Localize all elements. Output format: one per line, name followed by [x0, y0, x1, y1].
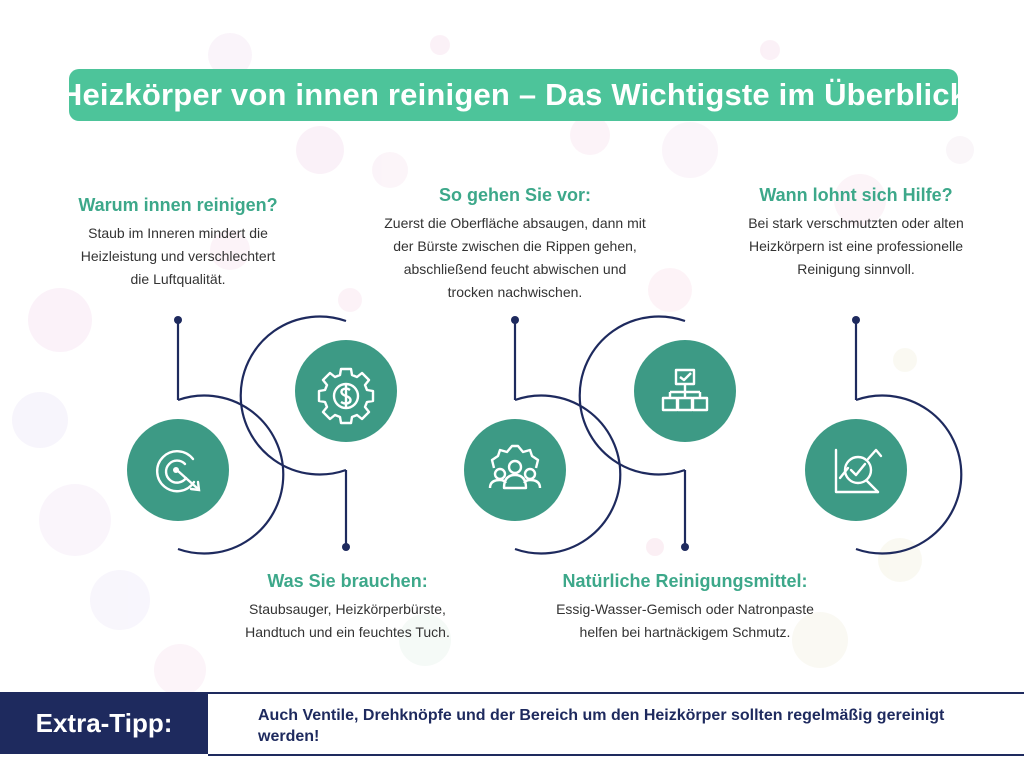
step-circle-5: [805, 419, 907, 521]
chart-check-icon: [834, 448, 883, 494]
extra-tip-text: Auch Ventile, Drehknöpfe und der Bereich…: [258, 707, 945, 745]
connector-dot: [681, 543, 689, 551]
step-4-text: Natürliche Reinigungsmittel: Essig-Wasse…: [545, 571, 825, 644]
step-5-description: Bei stark verschmutzten oder alten Heizk…: [748, 215, 964, 277]
step-4-heading: Natürliche Reinigungsmittel:: [562, 571, 808, 591]
team-gear-icon: [488, 444, 542, 490]
hierarchy-icon: [661, 368, 709, 412]
step-3-text: So gehen Sie vor: Zuerst die Oberfläche …: [365, 185, 665, 304]
page-title: Heizkörper von innen reinigen – Das Wich…: [59, 77, 968, 112]
step-2-text: Was Sie brauchen: Staubsauger, Heizkörpe…: [225, 571, 470, 644]
step-1-description: Staub im Inneren mindert die Heizleistun…: [80, 225, 276, 287]
step-4-description: Essig-Wasser-Gemisch oder Natronpaste he…: [556, 601, 814, 640]
extra-tip-bar: Extra-Tipp: Auch Ventile, Drehknöpfe und…: [0, 692, 1024, 756]
step-circle-3: [464, 419, 566, 521]
step-2-description: Staubsauger, Heizkörperbürste, Handtuch …: [245, 601, 450, 640]
connector-dot: [852, 316, 860, 324]
extra-tip-text-box: Auch Ventile, Drehknöpfe und der Bereich…: [208, 692, 1024, 756]
extra-tip-label: Extra-Tipp:: [35, 707, 173, 738]
step-2-heading: Was Sie brauchen:: [267, 571, 428, 591]
extra-tip-label-box: Extra-Tipp:: [0, 692, 208, 754]
step-1-heading: Warum innen reinigen?: [78, 195, 278, 215]
step-5-heading: Wann lohnt sich Hilfe?: [759, 185, 953, 205]
connector-dot: [342, 543, 350, 551]
connector-dot: [174, 316, 182, 324]
step-1-text: Warum innen reinigen? Staub im Inneren m…: [63, 195, 293, 291]
title-banner: Heizkörper von innen reinigen – Das Wich…: [60, 69, 967, 121]
target-icon: [155, 450, 201, 493]
step-5-text: Wann lohnt sich Hilfe? Bei stark verschm…: [735, 185, 977, 281]
step-3-heading: So gehen Sie vor:: [438, 185, 592, 205]
connector-dot: [511, 316, 519, 324]
dollar-gear-icon: [317, 367, 375, 425]
step-3-description: Zuerst die Oberfläche absaugen, dann mit…: [384, 215, 646, 300]
